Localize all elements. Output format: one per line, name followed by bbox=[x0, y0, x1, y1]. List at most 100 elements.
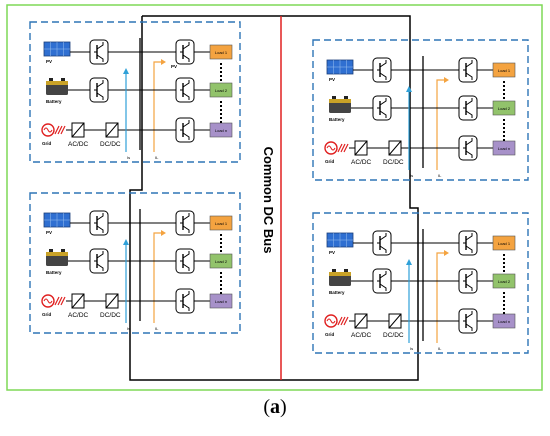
load-converter-2-collector bbox=[182, 80, 190, 88]
load-converter-2 bbox=[175, 77, 195, 103]
load-ellipsis-dot bbox=[503, 97, 505, 99]
load-converter-2 bbox=[175, 248, 195, 274]
load-converter-1 bbox=[458, 230, 478, 256]
common-dc-bus: Common DC Bus bbox=[129, 15, 419, 381]
grid-circle bbox=[41, 123, 55, 137]
load-ellipsis-dot bbox=[220, 250, 222, 252]
battery-terminal bbox=[61, 78, 65, 81]
acdc-label: AC/DC bbox=[351, 332, 372, 339]
pv-converter bbox=[89, 39, 109, 65]
load-ellipsis-dot bbox=[503, 119, 505, 121]
pv-bus-label: PV bbox=[171, 64, 177, 69]
battery-label: Battery bbox=[46, 270, 62, 275]
battery-converter-emitter bbox=[379, 283, 387, 291]
current-source-arrowhead bbox=[123, 239, 129, 245]
battery-converter bbox=[372, 95, 392, 121]
pv-label: PV bbox=[46, 230, 52, 235]
battery-converter-emitter bbox=[96, 92, 104, 100]
grid-icon bbox=[41, 294, 66, 308]
battery-converter-collector bbox=[96, 251, 104, 259]
load-converter-2 bbox=[458, 95, 478, 121]
pv-panel-icon bbox=[43, 212, 71, 228]
dcdc-converter-slash bbox=[105, 293, 119, 309]
pv-converter-box bbox=[372, 230, 392, 256]
acdc-label: AC/DC bbox=[68, 312, 89, 319]
dcdc-label: DC/DC bbox=[383, 332, 404, 339]
battery-converter bbox=[89, 248, 109, 274]
pv-converter-collector bbox=[96, 42, 104, 50]
load-converter-1-emitter bbox=[182, 54, 190, 62]
pv-converter bbox=[372, 230, 392, 256]
load-converter-2-emitter bbox=[182, 263, 190, 271]
load-ellipsis-dot bbox=[220, 63, 222, 65]
acdc-converter-slash bbox=[354, 140, 368, 156]
load-box-2 bbox=[492, 100, 516, 116]
load-ellipsis-dot bbox=[503, 258, 505, 260]
pv-converter-emitter bbox=[379, 72, 387, 80]
battery-terminal bbox=[344, 269, 348, 272]
battery-terminal bbox=[49, 78, 53, 81]
load-converter-1-emitter bbox=[465, 245, 473, 253]
pv-label: PV bbox=[329, 77, 335, 82]
load-converter-3-collector bbox=[465, 138, 473, 146]
acdc-label: AC/DC bbox=[68, 141, 89, 148]
caption-close: ) bbox=[280, 396, 287, 418]
grid-hash bbox=[343, 316, 349, 326]
cluster-border bbox=[312, 39, 529, 181]
load-converter-2-emitter bbox=[182, 92, 190, 100]
current-load-label: IL bbox=[438, 173, 442, 178]
load-converter-2-box bbox=[458, 268, 478, 294]
load-converter-1 bbox=[458, 57, 478, 83]
dc-bus-outline bbox=[129, 15, 419, 381]
load-converter-1-collector bbox=[182, 42, 190, 50]
battery-converter-collector bbox=[96, 80, 104, 88]
load-ellipsis-dot bbox=[220, 234, 222, 236]
battery-icon bbox=[46, 249, 68, 266]
load-ellipsis-dot bbox=[220, 67, 222, 69]
load-converter-3-emitter bbox=[182, 303, 190, 311]
grid-wave bbox=[326, 318, 336, 324]
load-ellipsis-dot bbox=[220, 292, 222, 294]
pv-label: PV bbox=[46, 59, 52, 64]
grid-icon bbox=[41, 123, 66, 137]
load-ellipsis-dot bbox=[503, 262, 505, 264]
grid-circle bbox=[324, 314, 338, 328]
load-ellipsis-dot bbox=[220, 105, 222, 107]
load-ellipsis-dot bbox=[503, 304, 505, 306]
load-label-1: Load 1 bbox=[215, 50, 228, 55]
load-converter-2 bbox=[458, 268, 478, 294]
load-converter-3-emitter bbox=[182, 132, 190, 140]
load-converter-3-emitter bbox=[465, 323, 473, 331]
current-source-arrowhead bbox=[123, 68, 129, 74]
load-converter-2-emitter bbox=[465, 283, 473, 291]
outer-border bbox=[6, 4, 543, 391]
current-load-arrowhead bbox=[444, 250, 449, 256]
battery-icon bbox=[46, 78, 68, 95]
grid-icon bbox=[324, 141, 349, 155]
current-load-arrow bbox=[153, 232, 161, 323]
dc-bus-label: Common DC Bus bbox=[261, 147, 276, 254]
load-ellipsis-dot bbox=[503, 308, 505, 310]
battery-converter-emitter bbox=[379, 110, 387, 118]
cluster-border bbox=[29, 21, 241, 163]
current-source-label: Is bbox=[127, 155, 130, 160]
current-source-arrowhead bbox=[406, 259, 412, 265]
grid-label: Grid bbox=[42, 312, 52, 317]
load-label-3: Load n bbox=[498, 146, 510, 151]
load-converter-3-collector bbox=[465, 311, 473, 319]
load-ellipsis-dot bbox=[503, 89, 505, 91]
current-load-arrow bbox=[436, 252, 444, 343]
load-converter-3-collector bbox=[182, 120, 190, 128]
load-converter-3 bbox=[175, 117, 195, 143]
load-converter-2-box bbox=[458, 95, 478, 121]
current-source-arrowhead bbox=[406, 86, 412, 92]
load-converter-1-emitter bbox=[182, 225, 190, 233]
grid-label: Grid bbox=[325, 332, 335, 337]
load-converter-3-box bbox=[458, 308, 478, 334]
acdc-converter-slash bbox=[354, 313, 368, 329]
current-load-arrowhead bbox=[444, 77, 449, 83]
load-label-2: Load 2 bbox=[215, 88, 228, 93]
current-load-arrow bbox=[153, 61, 161, 152]
